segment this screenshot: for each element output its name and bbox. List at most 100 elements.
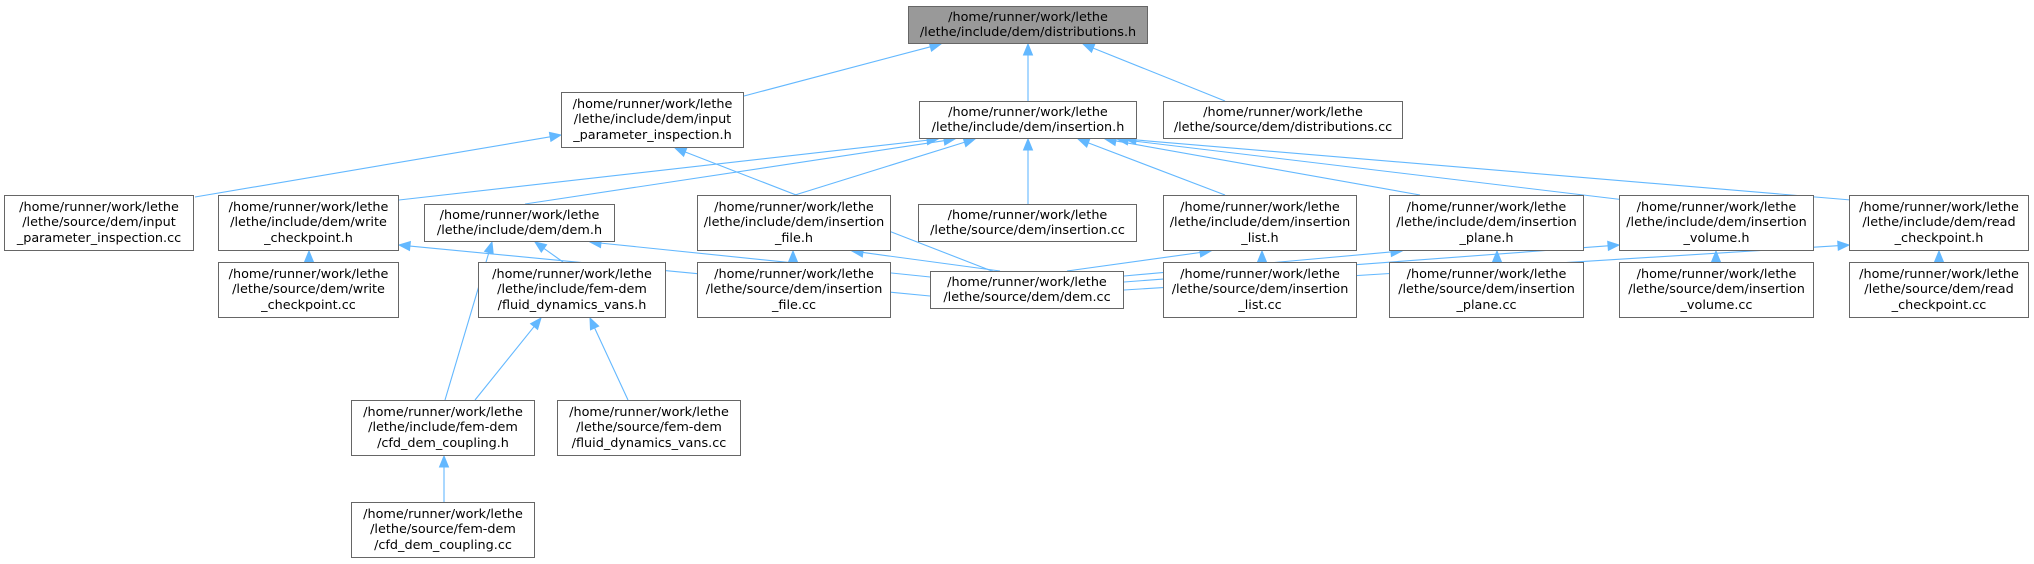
- edge-line: [543, 247, 564, 263]
- edge-arrowhead: [787, 249, 799, 263]
- edge-arrowhead: [303, 249, 315, 263]
- edge-insertion_list_h-to-insertion_h: [1076, 138, 1226, 196]
- node-write-checkpoint-h[interactable]: /home/runner/work/lethe /lethe/include/d…: [218, 195, 399, 251]
- edge-arrowhead: [1022, 42, 1034, 56]
- node-label: /home/runner/work/lethe /lethe/source/de…: [16, 199, 182, 246]
- edge-line: [474, 326, 535, 401]
- node-insertion-volume-cc[interactable]: /home/runner/work/lethe /lethe/source/de…: [1619, 262, 1814, 318]
- node-label: /home/runner/work/lethe /lethe/include/d…: [1626, 199, 1807, 246]
- edge-line: [594, 327, 629, 401]
- node-label: /home/runner/work/lethe /lethe/include/d…: [1396, 199, 1577, 246]
- edge-arrowhead: [397, 240, 411, 252]
- edge-arrowhead: [1256, 249, 1268, 263]
- edge-arrowhead: [483, 240, 494, 255]
- node-label: /home/runner/work/lethe /lethe/include/d…: [703, 199, 885, 246]
- edge-arrowhead: [962, 137, 977, 148]
- node-label: /home/runner/work/lethe /lethe/source/de…: [943, 274, 1111, 306]
- edge-arrowhead: [1076, 138, 1091, 148]
- edge-line: [1115, 140, 1421, 196]
- edge-cfd_dem_coupling_h-to-fluid_dynamics_vans_h: [474, 316, 542, 401]
- edge-insertion_file_cc-to-insertion_file_h: [787, 249, 799, 263]
- node-label: /home/runner/work/lethe /lethe/include/d…: [1169, 199, 1351, 246]
- edge-line: [1135, 139, 1852, 201]
- edge-insertion_file_h-to-insertion_h: [794, 137, 977, 196]
- edge-insertion_list_cc-to-insertion_list_h: [1256, 249, 1268, 263]
- edge-arrowhead: [589, 316, 600, 331]
- node-input-parameter-inspection-h[interactable]: /home/runner/work/lethe /lethe/include/d…: [561, 92, 744, 148]
- node-insertion-plane-cc[interactable]: /home/runner/work/lethe /lethe/source/de…: [1389, 262, 1584, 318]
- edge-line: [743, 46, 931, 97]
- edge-line: [194, 136, 551, 198]
- edge-cfd_dem_coupling_cc-to-cfd_dem_coupling_h: [438, 454, 450, 502]
- edge-fluid_dynamics_vans_h-to-dem_h: [533, 241, 564, 263]
- node-insertion-file-h[interactable]: /home/runner/work/lethe /lethe/include/d…: [697, 195, 891, 251]
- node-distributions-cc[interactable]: /home/runner/work/lethe /lethe/source/de…: [1163, 101, 1403, 139]
- edge-line: [398, 139, 928, 201]
- edge-arrowhead: [1491, 249, 1503, 263]
- node-label: /home/runner/work/lethe /lethe/source/de…: [1171, 266, 1349, 313]
- edge-line: [1127, 139, 1626, 201]
- node-write-checkpoint-cc[interactable]: /home/runner/work/lethe /lethe/source/de…: [218, 262, 399, 318]
- edge-insertion_volume_h-to-insertion_h: [1115, 135, 1626, 201]
- node-insertion-plane-h[interactable]: /home/runner/work/lethe /lethe/include/d…: [1389, 195, 1584, 251]
- edge-insertion_plane_cc-to-insertion_plane_h: [1491, 249, 1503, 263]
- node-label: /home/runner/work/lethe /lethe/include/d…: [572, 96, 733, 143]
- node-label: /home/runner/work/lethe /lethe/include/d…: [228, 199, 389, 246]
- node-insertion-h[interactable]: /home/runner/work/lethe /lethe/include/d…: [919, 101, 1137, 139]
- node-label: /home/runner/work/lethe /lethe/include/d…: [1859, 199, 2019, 246]
- edge-arrowhead: [533, 241, 548, 253]
- node-label: /home/runner/work/lethe /lethe/source/de…: [228, 266, 389, 313]
- node-insertion-cc[interactable]: /home/runner/work/lethe /lethe/source/de…: [918, 204, 1137, 242]
- node-distributions-h[interactable]: /home/runner/work/lethe /lethe/include/d…: [908, 6, 1148, 44]
- node-label: /home/runner/work/lethe /lethe/source/de…: [1398, 266, 1575, 313]
- node-dem-h[interactable]: /home/runner/work/lethe /lethe/include/d…: [424, 204, 615, 242]
- edge-arrowhead: [673, 147, 688, 158]
- node-label: /home/runner/work/lethe /lethe/source/de…: [1628, 266, 1805, 313]
- edge-distributions_cc-to-distributions_h: [1081, 43, 1226, 102]
- edge-arrowhead: [548, 131, 563, 143]
- node-input-parameter-inspection-cc[interactable]: /home/runner/work/lethe /lethe/source/de…: [4, 195, 194, 251]
- node-label: /home/runner/work/lethe /lethe/source/fe…: [363, 506, 523, 553]
- node-cfd-dem-coupling-cc[interactable]: /home/runner/work/lethe /lethe/source/fe…: [351, 502, 535, 558]
- edge-arrowhead: [1607, 240, 1621, 252]
- node-read-checkpoint-cc[interactable]: /home/runner/work/lethe /lethe/source/de…: [1849, 262, 2029, 318]
- node-label: /home/runner/work/lethe /lethe/include/f…: [492, 266, 652, 313]
- edge-input_parameter_inspection_h-to-distributions_h: [743, 41, 943, 97]
- node-dem-cc[interactable]: /home/runner/work/lethe /lethe/source/de…: [930, 271, 1124, 309]
- edge-arrowhead: [1022, 137, 1034, 151]
- edge-insertion_cc-to-insertion_h: [1022, 137, 1034, 204]
- edge-write_checkpoint_cc-to-write_checkpoint_h: [303, 249, 315, 263]
- node-label: /home/runner/work/lethe /lethe/include/d…: [436, 207, 603, 239]
- node-insertion-file-cc[interactable]: /home/runner/work/lethe /lethe/source/de…: [697, 262, 891, 318]
- edge-arrowhead: [1933, 249, 1945, 263]
- node-label: /home/runner/work/lethe /lethe/source/de…: [705, 266, 883, 313]
- node-label: /home/runner/work/lethe /lethe/source/fe…: [569, 404, 729, 451]
- node-insertion-volume-h[interactable]: /home/runner/work/lethe /lethe/include/d…: [1619, 195, 1814, 251]
- edge-fluid_dynamics_vans_cc-to-fluid_dynamics_vans_h: [589, 316, 629, 401]
- edge-line: [1093, 47, 1226, 102]
- edge-read_checkpoint_cc-to-read_checkpoint_h: [1933, 249, 1945, 263]
- node-label: /home/runner/work/lethe /lethe/include/d…: [919, 9, 1137, 41]
- node-label: /home/runner/work/lethe /lethe/include/d…: [931, 104, 1125, 136]
- edge-insertion_h-to-distributions_h: [1022, 42, 1034, 101]
- edge-arrowhead: [1837, 240, 1851, 251]
- edge-arrowhead: [1710, 249, 1722, 263]
- edge-line: [1088, 142, 1226, 196]
- node-label: /home/runner/work/lethe /lethe/source/de…: [1859, 266, 2019, 313]
- node-fluid-dynamics-vans-h[interactable]: /home/runner/work/lethe /lethe/include/f…: [478, 262, 666, 318]
- edge-input_parameter_inspection_cc-to-input_parameter_inspection_h: [194, 131, 563, 198]
- node-label: /home/runner/work/lethe /lethe/include/f…: [363, 404, 523, 451]
- node-insertion-list-h[interactable]: /home/runner/work/lethe /lethe/include/d…: [1163, 195, 1357, 251]
- edge-arrowhead: [1081, 43, 1096, 54]
- node-fluid-dynamics-vans-cc[interactable]: /home/runner/work/lethe /lethe/source/fe…: [557, 400, 741, 456]
- node-insertion-list-cc[interactable]: /home/runner/work/lethe /lethe/source/de…: [1163, 262, 1357, 318]
- edge-insertion_volume_cc-to-insertion_volume_h: [1710, 249, 1722, 263]
- edge-arrowhead: [438, 454, 450, 468]
- node-cfd-dem-coupling-h[interactable]: /home/runner/work/lethe /lethe/include/f…: [351, 400, 535, 456]
- node-label: /home/runner/work/lethe /lethe/source/de…: [1173, 104, 1393, 136]
- edge-arrowhead: [529, 316, 542, 331]
- node-label: /home/runner/work/lethe /lethe/source/de…: [930, 207, 1125, 239]
- edge-insertion_plane_h-to-insertion_h: [1103, 135, 1421, 196]
- node-read-checkpoint-h[interactable]: /home/runner/work/lethe /lethe/include/d…: [1849, 195, 2029, 251]
